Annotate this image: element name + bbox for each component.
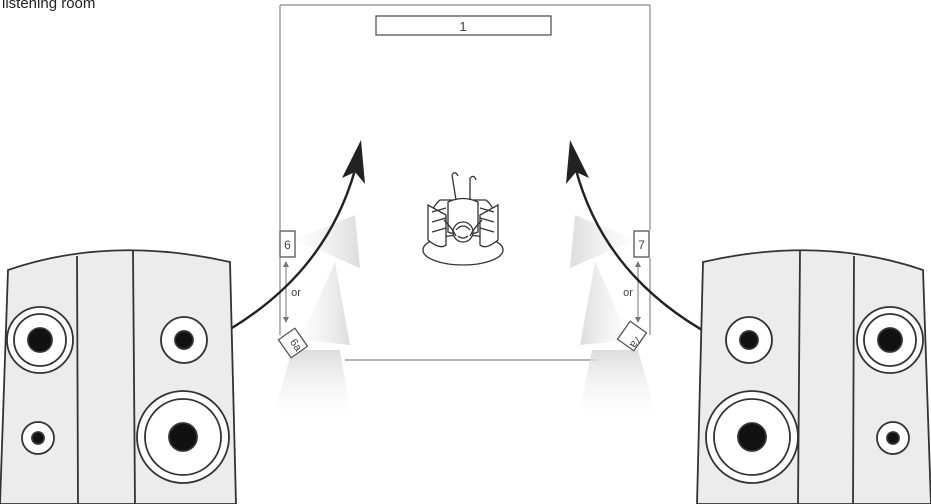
right-floor-speaker-icon — [696, 249, 931, 504]
right-or-label: or — [623, 287, 633, 299]
room-outline — [279, 4, 651, 361]
left-or-indicator: or — [283, 261, 301, 323]
center-speaker-label: 1 — [459, 19, 466, 34]
right-surround-label: 7 — [638, 238, 645, 252]
left-surround-label: 6 — [284, 238, 291, 252]
right-surround-speaker: 7 — [633, 230, 650, 258]
sound-cones — [275, 215, 655, 410]
right-surround-alt-speaker: 7a — [616, 320, 648, 352]
center-speaker: 1 — [375, 15, 552, 36]
left-or-label: or — [291, 287, 301, 299]
left-floor-speaker-icon — [0, 249, 237, 504]
right-or-indicator: or — [623, 261, 641, 323]
right-curved-arrow-icon — [566, 140, 727, 345]
left-surround-speaker: 6 — [279, 230, 296, 258]
listener-in-armchair-icon — [422, 172, 504, 266]
left-surround-alt-speaker: 6a — [277, 327, 309, 359]
diagram-title: listening room — [2, 0, 96, 12]
left-curved-arrow-icon — [204, 140, 365, 345]
